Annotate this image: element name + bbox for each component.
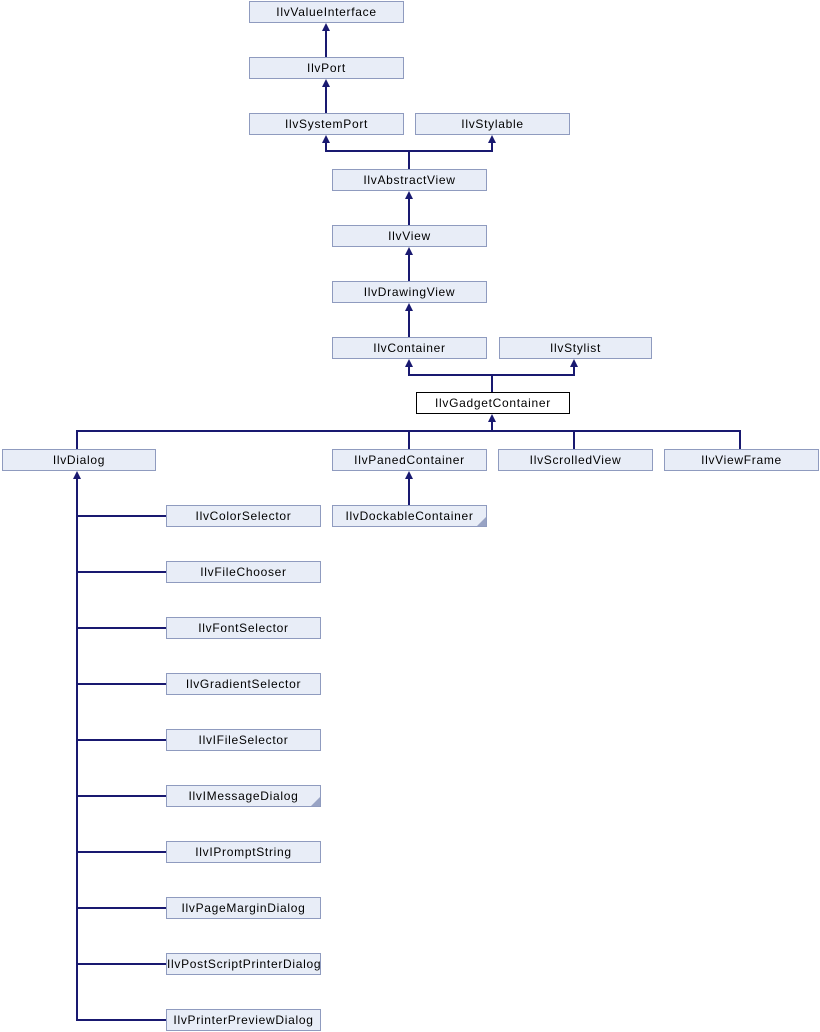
inheritance-arrow-icon — [322, 23, 330, 31]
class-node-ilvvalueinterface[interactable]: IlvValueInterface — [249, 1, 404, 23]
class-label: IlvScrolledView — [529, 453, 622, 467]
class-node-ilvport[interactable]: IlvPort — [249, 57, 404, 79]
class-node-ilvscrolledview[interactable]: IlvScrolledView — [498, 449, 653, 471]
edge-line — [408, 309, 410, 337]
edge-line — [491, 141, 493, 152]
class-node-ilvipromptstring[interactable]: IlvIPromptString — [166, 841, 321, 863]
inheritance-arrow-icon — [405, 471, 413, 479]
class-label: IlvIPromptString — [195, 845, 292, 859]
class-node-ilvdockablecontainer[interactable]: IlvDockableContainer — [332, 505, 487, 527]
class-label: IlvAbstractView — [363, 173, 456, 187]
edge-line — [76, 430, 78, 449]
edge-line — [76, 430, 741, 432]
edge-line — [76, 963, 166, 965]
inheritance-arrow-icon — [322, 79, 330, 87]
class-label: IlvFontSelector — [198, 621, 289, 635]
class-label: IlvDialog — [52, 453, 106, 467]
class-label: IlvIMessageDialog — [188, 789, 299, 803]
edge-line — [76, 851, 166, 853]
class-node-ilvstylable[interactable]: IlvStylable — [415, 113, 570, 135]
edge-line — [325, 29, 327, 57]
class-label: IlvColorSelector — [195, 509, 292, 523]
class-node-ilvfilechooser[interactable]: IlvFileChooser — [166, 561, 321, 583]
inheritance-arrow-icon — [73, 471, 81, 479]
class-label: IlvViewFrame — [701, 453, 782, 467]
class-node-ilvabstractview[interactable]: IlvAbstractView — [332, 169, 487, 191]
edge-line — [76, 683, 166, 685]
class-label: IlvPrinterPreviewDialog — [173, 1013, 314, 1027]
inheritance-arrow-icon — [570, 359, 578, 367]
class-label: IlvDrawingView — [363, 285, 456, 299]
class-node-ilvcontainer[interactable]: IlvContainer — [332, 337, 487, 359]
class-label: IlvGadgetContainer — [435, 396, 551, 410]
class-label: IlvPostScriptPrinterDialog — [167, 957, 322, 971]
class-label: IlvPanedContainer — [354, 453, 465, 467]
class-node-ilvprinterpreviewdialog[interactable]: IlvPrinterPreviewDialog — [166, 1009, 321, 1031]
edge-line — [76, 515, 166, 517]
inheritance-arrow-icon — [405, 359, 413, 367]
class-node-ilvsystemport[interactable]: IlvSystemPort — [249, 113, 404, 135]
inheritance-arrow-icon — [488, 414, 496, 422]
class-label: IlvSystemPort — [284, 117, 369, 131]
inheritance-arrow-icon — [405, 247, 413, 255]
class-label: IlvValueInterface — [276, 5, 377, 19]
class-label: IlvFileChooser — [200, 565, 287, 579]
class-node-ilvifileselector[interactable]: IlvIFileSelector — [166, 729, 321, 751]
class-node-ilvcolorselector[interactable]: IlvColorSelector — [166, 505, 321, 527]
class-label: IlvGradientSelector — [185, 677, 302, 691]
edge-line — [491, 374, 493, 392]
edge-line — [325, 141, 327, 152]
edge-line — [739, 432, 741, 449]
class-node-ilvstylist[interactable]: IlvStylist — [499, 337, 652, 359]
class-label: IlvPort — [307, 61, 346, 75]
edge-line — [491, 420, 493, 432]
class-label: IlvPageMarginDialog — [181, 901, 306, 915]
class-node-ilvpanedcontainer[interactable]: IlvPanedContainer — [332, 449, 487, 471]
edge-line — [408, 432, 410, 449]
class-node-ilvpagemargindialog[interactable]: IlvPageMarginDialog — [166, 897, 321, 919]
class-node-ilvdrawingview[interactable]: IlvDrawingView — [332, 281, 487, 303]
truncation-fold-icon — [477, 517, 486, 526]
edge-line — [408, 365, 410, 376]
class-node-ilvimessagedialog[interactable]: IlvIMessageDialog — [166, 785, 321, 807]
inheritance-arrow-icon — [322, 135, 330, 143]
edge-line — [76, 739, 166, 741]
edge-line — [408, 477, 410, 505]
edge-line — [573, 365, 575, 376]
class-node-ilvdialog[interactable]: IlvDialog — [2, 449, 156, 471]
edge-line — [76, 477, 78, 1021]
edge-line — [76, 907, 166, 909]
edge-line — [76, 795, 166, 797]
class-node-ilvgradientselector[interactable]: IlvGradientSelector — [166, 673, 321, 695]
class-label: IlvStylist — [549, 341, 601, 355]
edge-line — [76, 571, 166, 573]
class-label: IlvView — [388, 229, 431, 243]
class-node-ilvgadgetcontainer-current: IlvGadgetContainer — [416, 392, 570, 414]
class-node-ilvpostscriptprinterdialog[interactable]: IlvPostScriptPrinterDialog — [166, 953, 321, 975]
truncation-fold-icon — [311, 797, 320, 806]
class-node-ilvviewframe[interactable]: IlvViewFrame — [664, 449, 819, 471]
class-label: IlvStylable — [461, 117, 524, 131]
edge-line — [408, 253, 410, 281]
class-node-ilvfontselector[interactable]: IlvFontSelector — [166, 617, 321, 639]
inheritance-arrow-icon — [405, 303, 413, 311]
edge-line — [325, 85, 327, 113]
edge-line — [573, 432, 575, 449]
edge-line — [408, 197, 410, 225]
edge-line — [408, 150, 410, 169]
class-label: IlvContainer — [373, 341, 446, 355]
inheritance-arrow-icon — [405, 191, 413, 199]
edge-line — [76, 627, 166, 629]
class-node-ilvview[interactable]: IlvView — [332, 225, 487, 247]
class-label: IlvIFileSelector — [198, 733, 289, 747]
edge-line — [76, 1019, 166, 1021]
inheritance-arrow-icon — [488, 135, 496, 143]
class-label: IlvDockableContainer — [345, 509, 474, 523]
